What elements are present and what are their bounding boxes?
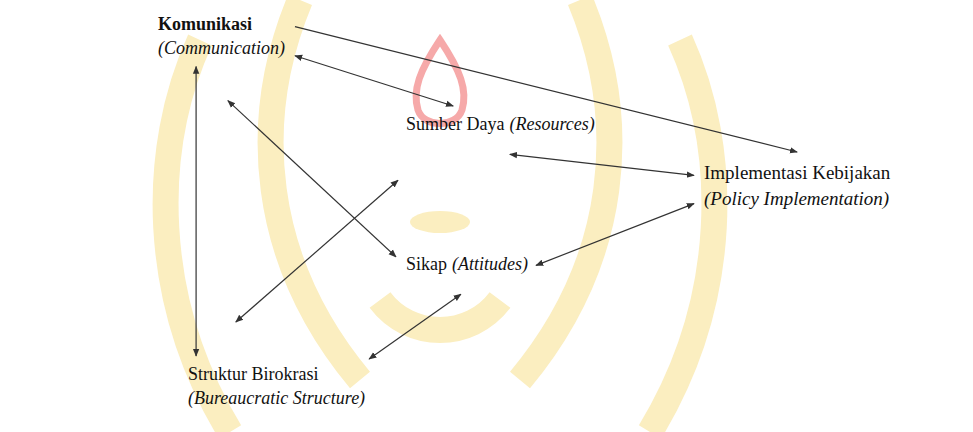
node-label: Komunikasi — [158, 12, 285, 36]
node-label: Struktur Birokrasi — [188, 362, 365, 386]
connector-arrow — [195, 67, 196, 356]
node-translation: (Resources) — [510, 112, 595, 136]
connector-arrow — [295, 56, 453, 106]
connector-arrow — [510, 154, 694, 175]
node-translation: (Attitudes) — [452, 252, 528, 276]
concept-node: Komunikasi(Communication) — [158, 12, 285, 61]
connector-arrow — [536, 204, 694, 266]
watermark-petal — [520, 0, 609, 380]
node-translation: (Bureaucratic Structure) — [188, 386, 365, 410]
watermark-petal — [650, 40, 714, 432]
connector-arrow — [369, 294, 461, 359]
node-translation: (Communication) — [158, 36, 285, 60]
watermark-flame — [416, 40, 464, 124]
concept-node: Sumber Daya(Resources) — [406, 112, 595, 136]
concept-node: Struktur Birokrasi(Bureaucratic Structur… — [188, 362, 365, 411]
node-label: Sikap — [406, 252, 447, 276]
node-translation: (Policy Implementation) — [704, 186, 890, 212]
watermark-petal — [380, 300, 500, 330]
connector-arrow — [295, 27, 797, 152]
node-label: Implementasi Kebijakan — [704, 160, 890, 186]
node-label: Sumber Daya — [406, 112, 504, 136]
concept-node: Sikap(Attitudes) — [406, 252, 528, 276]
connector-arrow — [228, 101, 396, 257]
connector-arrow — [236, 180, 398, 322]
watermark-ellipse — [410, 211, 470, 233]
concept-node: Implementasi Kebijakan(Policy Implementa… — [704, 160, 890, 211]
watermark-petals — [166, 0, 715, 432]
